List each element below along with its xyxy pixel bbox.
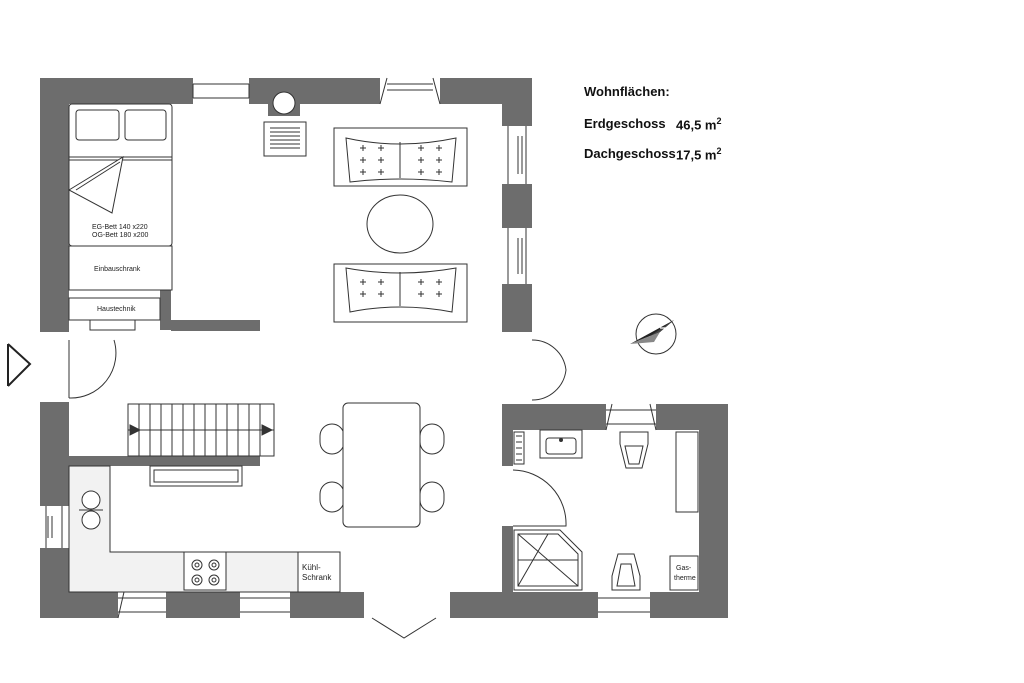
sofa-studs — [360, 145, 442, 297]
compass-icon — [630, 313, 677, 355]
bed — [67, 103, 173, 247]
kitchen-counter — [68, 465, 341, 593]
entrance-arrow-icon — [7, 343, 32, 387]
entry-door-swing — [68, 339, 117, 399]
terrace-door-swing — [531, 339, 567, 401]
boiler — [669, 555, 699, 591]
bath-door-swing — [512, 469, 567, 527]
wardrobe — [68, 245, 173, 291]
legend-row-attic-value: 17,5 m2 — [676, 146, 722, 163]
boiler-label-1: Gas- — [676, 565, 692, 572]
openings — [40, 78, 656, 618]
sofa-bottom — [333, 263, 468, 323]
fridge-label-2: Schrank — [302, 573, 332, 582]
bed-label-2: OG-Bett 180 x200 — [92, 232, 149, 239]
stove — [263, 90, 307, 157]
sofa-top — [333, 127, 468, 187]
bath-cabinet — [675, 431, 699, 513]
front-door-swing — [371, 617, 437, 639]
boiler-label-2: therme — [674, 575, 696, 582]
legend-title: Wohnflächen: — [584, 84, 670, 99]
cooktop — [183, 551, 227, 591]
coffee-table — [366, 194, 434, 254]
fridge — [297, 551, 341, 593]
legend-row-attic-label: Dachgeschoss — [584, 146, 676, 161]
wardrobe-label: Einbauschrank — [94, 266, 141, 273]
utility-room — [68, 297, 161, 331]
fridge-label-1: Kühl- — [302, 563, 321, 572]
legend-row-ground-value: 46,5 m2 — [676, 116, 722, 133]
bed-label-1: EG-Bett 140 x220 — [92, 224, 148, 231]
window-frames — [45, 77, 657, 619]
staircase — [127, 403, 275, 457]
legend-row-ground-label: Erdgeschoss — [584, 116, 666, 131]
dining-set — [319, 402, 445, 528]
bathroom-fixtures — [513, 429, 699, 591]
doors — [68, 339, 567, 639]
utility-label: Haustechnik — [97, 306, 136, 313]
sink-double — [79, 490, 103, 530]
